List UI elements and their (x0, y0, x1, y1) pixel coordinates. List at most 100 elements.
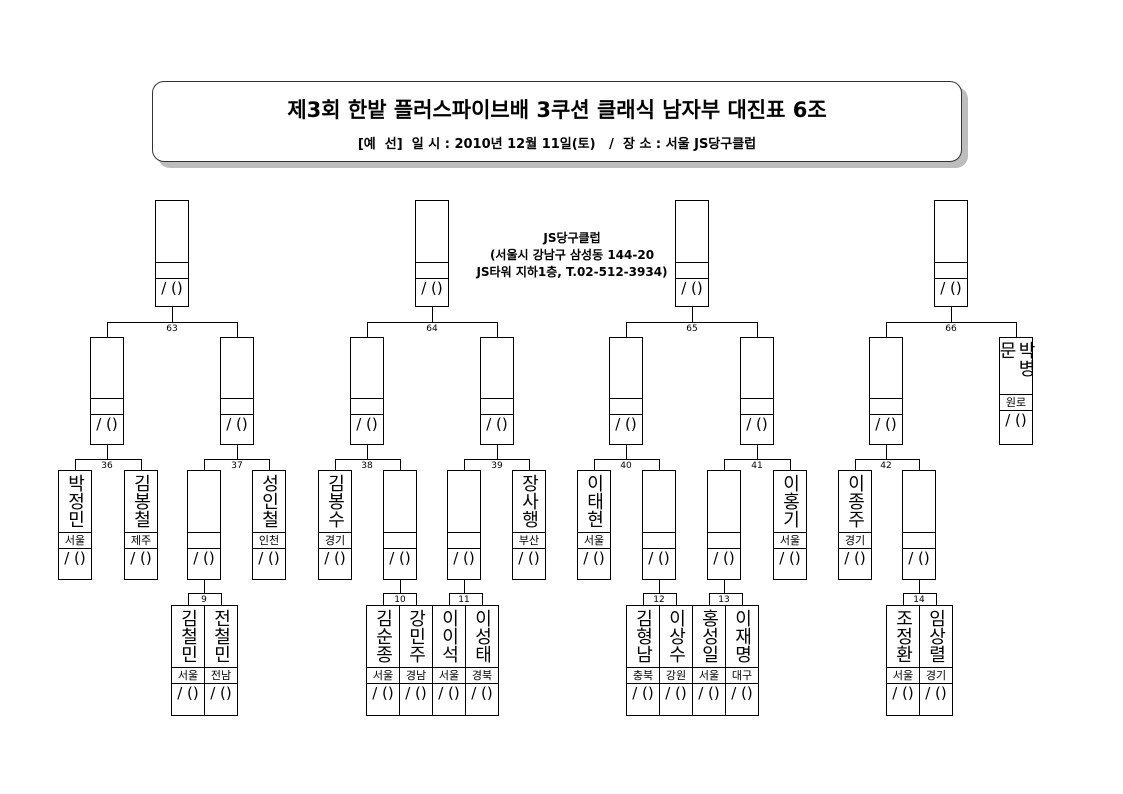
match-number: 12 (653, 595, 665, 605)
bracket-line (855, 459, 856, 471)
player-region (351, 399, 383, 415)
score-mark: / () (96, 415, 118, 433)
winner-slot: / () (675, 200, 709, 307)
player-name: 박병문 (996, 341, 1036, 377)
player-name-cell: 이상수 (660, 606, 692, 668)
player-region: 서울 (887, 668, 919, 684)
score-mark: / () (486, 415, 508, 433)
player-name-cell (676, 201, 708, 263)
player-region (188, 533, 220, 549)
bracket-line (188, 593, 189, 606)
bracket-line (367, 322, 498, 323)
venue-info: JS당구클럽 (서울시 강남구 삼성동 144-20 JS타워 지하1층, T.… (452, 230, 692, 281)
player-name: 이종주 (844, 474, 866, 528)
bracket-line (855, 459, 920, 460)
bracket-line (626, 322, 758, 323)
bracket-line (919, 580, 920, 594)
player-name: 김철민 (177, 609, 199, 663)
score-mark: / () (421, 279, 443, 297)
bracket-line (107, 322, 108, 338)
score-mark: / () (258, 549, 280, 567)
winner-slot: / () (642, 470, 676, 580)
score-mark: / () (161, 279, 183, 297)
score-mark: / () (925, 684, 947, 702)
score-mark: / () (746, 415, 768, 433)
score-mark: / () (908, 549, 930, 567)
player-region: 경기 (839, 533, 871, 549)
player-region: 서울 (693, 668, 725, 684)
bracket-line (141, 459, 142, 471)
player-name-cell: 강민주 (400, 606, 432, 668)
player-name: 이이석 (438, 609, 460, 663)
score-mark: / () (779, 549, 801, 567)
score-mark: / () (648, 549, 670, 567)
score-mark: / () (324, 549, 346, 567)
player-name-cell (870, 338, 902, 399)
player-name-cell: 이성태 (466, 606, 498, 668)
score-mark: / () (193, 549, 215, 567)
venue-name: JS당구클럽 (543, 231, 601, 245)
score-mark: / () (940, 279, 962, 297)
player-region (91, 399, 123, 415)
winner-slot: / () (902, 470, 936, 580)
player-name-cell (221, 338, 253, 399)
player-name-cell (903, 471, 935, 533)
player-name: 임상렬 (925, 609, 947, 663)
match-number: 63 (166, 324, 178, 334)
winner-slot: / () (187, 470, 221, 580)
player-region: 서울 (433, 668, 465, 684)
bracket-line (497, 322, 498, 338)
winner-slot: / () (480, 337, 514, 445)
player-region: 서울 (774, 533, 806, 549)
player-name-cell (384, 471, 416, 533)
player-name-cell: 이재명 (726, 606, 758, 668)
winner-slot: / () (609, 337, 643, 445)
winner-slot: / () (447, 470, 481, 580)
bracket-line (886, 322, 1017, 323)
bracket-line (936, 593, 937, 606)
player-name-cell (416, 201, 448, 263)
player-region: 전남 (205, 668, 237, 684)
score-mark: / () (731, 684, 753, 702)
score-mark: / () (177, 684, 199, 702)
venue-detail: JS타워 지하1층, T.02-512-3934) (476, 265, 668, 279)
player-name-cell: 전철민 (205, 606, 237, 668)
score-mark: / () (518, 549, 540, 567)
bracket-line (367, 445, 368, 460)
bracket-line (464, 459, 530, 460)
bracket-line (449, 593, 450, 606)
bracket-line (594, 459, 595, 471)
player-name-cell: 김봉수 (319, 471, 351, 533)
player-region: 원로 (1000, 395, 1032, 411)
venue-address: (서울시 강남구 삼성동 144-20 (489, 248, 655, 262)
player-name-cell: 김형남 (627, 606, 659, 668)
winner-slot: / () (155, 200, 189, 307)
player-name: 이재명 (731, 609, 753, 663)
bracket-line (659, 580, 660, 594)
player-region: 제주 (125, 533, 157, 549)
bracket-line (903, 593, 937, 594)
bracket-line (75, 459, 76, 471)
page-title: 제3회 한밭 플러스파이브배 3쿠션 클래식 남자부 대진표 6조 (287, 98, 827, 122)
player-region (708, 533, 740, 549)
player-name-cell (643, 471, 675, 533)
bracket-line (335, 459, 336, 471)
bracket-line (188, 593, 222, 594)
player-name: 이성태 (471, 609, 493, 663)
bracket-line (367, 322, 368, 338)
bracket-line (383, 593, 384, 606)
score-mark: / () (615, 415, 637, 433)
winner-slot: / () (934, 200, 968, 307)
bracket-line (416, 593, 417, 606)
bracket-line (204, 459, 270, 460)
